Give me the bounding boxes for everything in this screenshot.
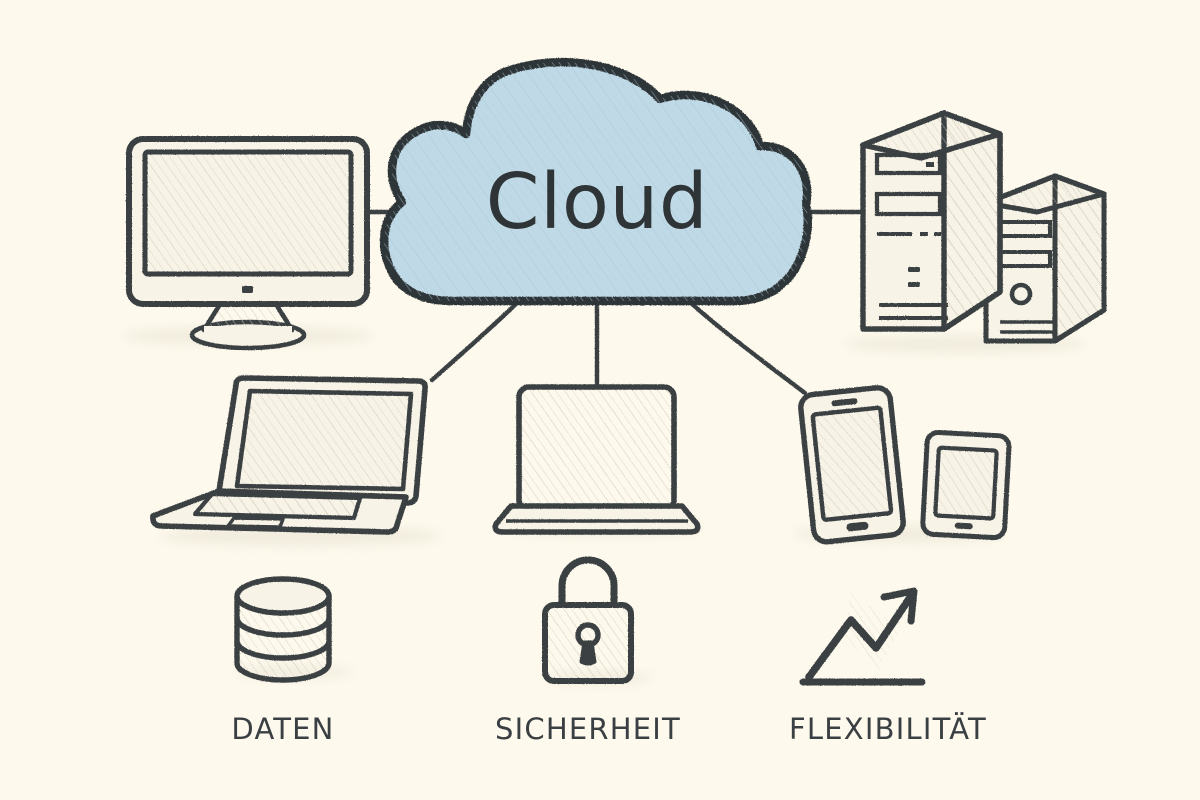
smartphone-large <box>798 385 906 545</box>
server-tower-icon <box>860 110 1107 344</box>
database-icon <box>234 576 332 683</box>
laptop-front-base <box>492 503 701 535</box>
padlock-keyhole-slot <box>579 640 597 666</box>
cloud-shading <box>384 62 808 301</box>
server-tower-large <box>860 110 1003 332</box>
padlock-shackle <box>558 556 618 606</box>
cloud-node: Cloud <box>379 57 812 306</box>
database-band-1 <box>234 617 332 638</box>
database-bottom-edge <box>234 662 332 683</box>
cloud-label: Cloud <box>486 158 708 247</box>
smartphone-large-home-button <box>846 521 869 532</box>
growth-arrow-line <box>805 592 915 681</box>
database-band-2 <box>234 640 332 661</box>
feature-label-daten: DATEN <box>231 712 335 746</box>
laptop-icon <box>150 375 428 535</box>
server-large-bay-1 <box>874 152 943 176</box>
laptop-keyboard <box>192 491 363 521</box>
smartphone-icon <box>798 385 1012 545</box>
feature-label-sicherheit: SICHERHEIT <box>495 712 681 746</box>
smartphone-small-home-button <box>954 522 973 530</box>
monitor-power-button <box>242 286 253 293</box>
laptop-front-screen <box>516 384 677 513</box>
smartphone-large-screen <box>810 405 894 522</box>
feature-label-flexibilitaet: FLEXIBILITÄT <box>789 712 987 746</box>
smartphone-large-speaker <box>831 398 858 407</box>
laptop-screen <box>234 388 414 492</box>
connection-cloud-to-phone <box>685 297 808 396</box>
padlock-icon <box>542 556 634 684</box>
smartphone-small <box>920 430 1012 541</box>
server-large-bay-2 <box>874 191 943 217</box>
growth-arrow-head <box>880 587 918 625</box>
server-small-power-button <box>1009 282 1033 306</box>
laptop-trackpad <box>226 516 285 529</box>
database-top-disc <box>234 576 332 616</box>
server-small-top <box>983 173 1107 215</box>
monitor-icon <box>126 136 370 351</box>
smartphone-small-screen <box>933 445 999 521</box>
server-tower-small <box>983 173 1107 344</box>
laptop-front-icon <box>492 384 701 535</box>
monitor-screen <box>142 149 354 277</box>
growth-arrow-icon <box>799 587 926 686</box>
